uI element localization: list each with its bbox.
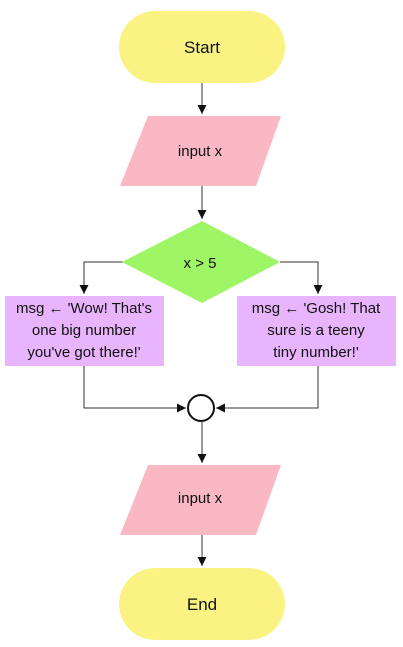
end-node: End — [119, 568, 285, 640]
start-shape — [119, 11, 285, 83]
decision-node: x > 5 — [122, 221, 280, 303]
start-node: Start — [119, 11, 285, 83]
process-left-line-2: one big number — [32, 322, 136, 339]
process-right-line-3: tiny number!' — [273, 344, 359, 361]
edge-decision-to-left-process — [79, 261, 124, 294]
decision-shape — [122, 221, 280, 303]
decision-label: x > 5 — [184, 255, 217, 272]
edges — [79, 83, 323, 566]
input-shape-1 — [120, 116, 281, 186]
process-left-line-3: you've got there!' — [27, 344, 140, 361]
junction-node — [187, 394, 215, 422]
process-node-left: msg ← 'Wow! That's one big number you've… — [5, 296, 164, 366]
process-right-line-1: msg ← 'Gosh! That — [252, 300, 381, 317]
input-label-2: input x — [178, 490, 223, 507]
process-right-line-2: sure is a teeny — [267, 322, 365, 339]
end-label: End — [187, 595, 217, 614]
process-shape-right — [237, 296, 396, 366]
edge-left-process-to-junction — [83, 366, 186, 413]
process-left-line-1: msg ← 'Wow! That's — [16, 300, 152, 317]
process-node-right: msg ← 'Gosh! That sure is a teeny tiny n… — [237, 296, 396, 366]
input-label-1: input x — [178, 143, 223, 160]
input-node-2: input x — [120, 465, 281, 535]
process-shape-left — [5, 296, 164, 366]
edge-right-process-to-junction — [216, 366, 319, 413]
edge-decision-to-right-process — [280, 261, 323, 294]
end-shape — [119, 568, 285, 640]
input-node-1: input x — [120, 116, 281, 186]
start-label: Start — [184, 38, 220, 57]
input-shape-2 — [120, 465, 281, 535]
